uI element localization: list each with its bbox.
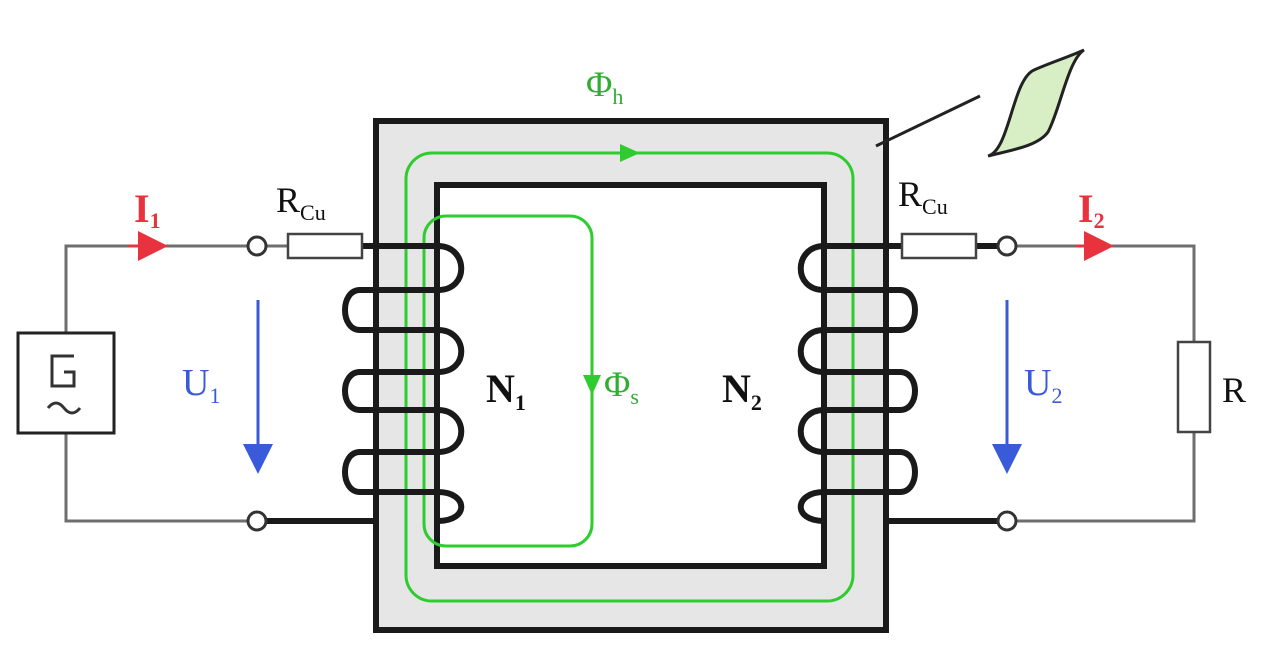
secondary-current-label: I2 xyxy=(1078,186,1105,233)
stray-flux-arrow xyxy=(583,375,601,395)
generator-symbol xyxy=(50,354,76,388)
secondary-top-wire xyxy=(1016,244,1196,342)
secondary-winding xyxy=(797,243,918,524)
secondary-winding-label: N2 xyxy=(722,366,762,415)
secondary-resistance-label: RCu xyxy=(898,174,948,219)
ac-wave-icon xyxy=(46,401,82,415)
primary-terminal-bottom xyxy=(246,510,268,532)
stray-flux-label: Φs xyxy=(604,364,639,409)
hysteresis-pointer xyxy=(875,94,981,148)
secondary-terminal-bottom xyxy=(996,510,1018,532)
main-flux-label: Φh xyxy=(586,64,623,109)
load-resistance-label: R xyxy=(1222,370,1246,410)
generator-source xyxy=(16,331,116,435)
primary-current-label: I1 xyxy=(134,186,161,233)
load-resistor xyxy=(1176,340,1212,434)
core-window xyxy=(434,182,827,569)
primary-bottom-wire xyxy=(64,433,248,523)
primary-top-wire xyxy=(64,244,248,333)
hysteresis-loop-icon xyxy=(987,48,1085,158)
primary-resistance-label: RCu xyxy=(276,180,326,225)
primary-copper-resistor xyxy=(286,232,364,260)
secondary-terminal-top xyxy=(996,235,1018,257)
primary-voltage-label: U1 xyxy=(182,362,220,408)
main-flux-arrow xyxy=(620,144,640,162)
primary-terminal-top xyxy=(246,235,268,257)
primary-winding-label: N1 xyxy=(486,366,526,415)
secondary-copper-resistor xyxy=(900,232,978,260)
secondary-voltage-label: U2 xyxy=(1024,362,1062,408)
primary-winding xyxy=(342,243,465,524)
secondary-bottom-wire xyxy=(1016,432,1196,523)
